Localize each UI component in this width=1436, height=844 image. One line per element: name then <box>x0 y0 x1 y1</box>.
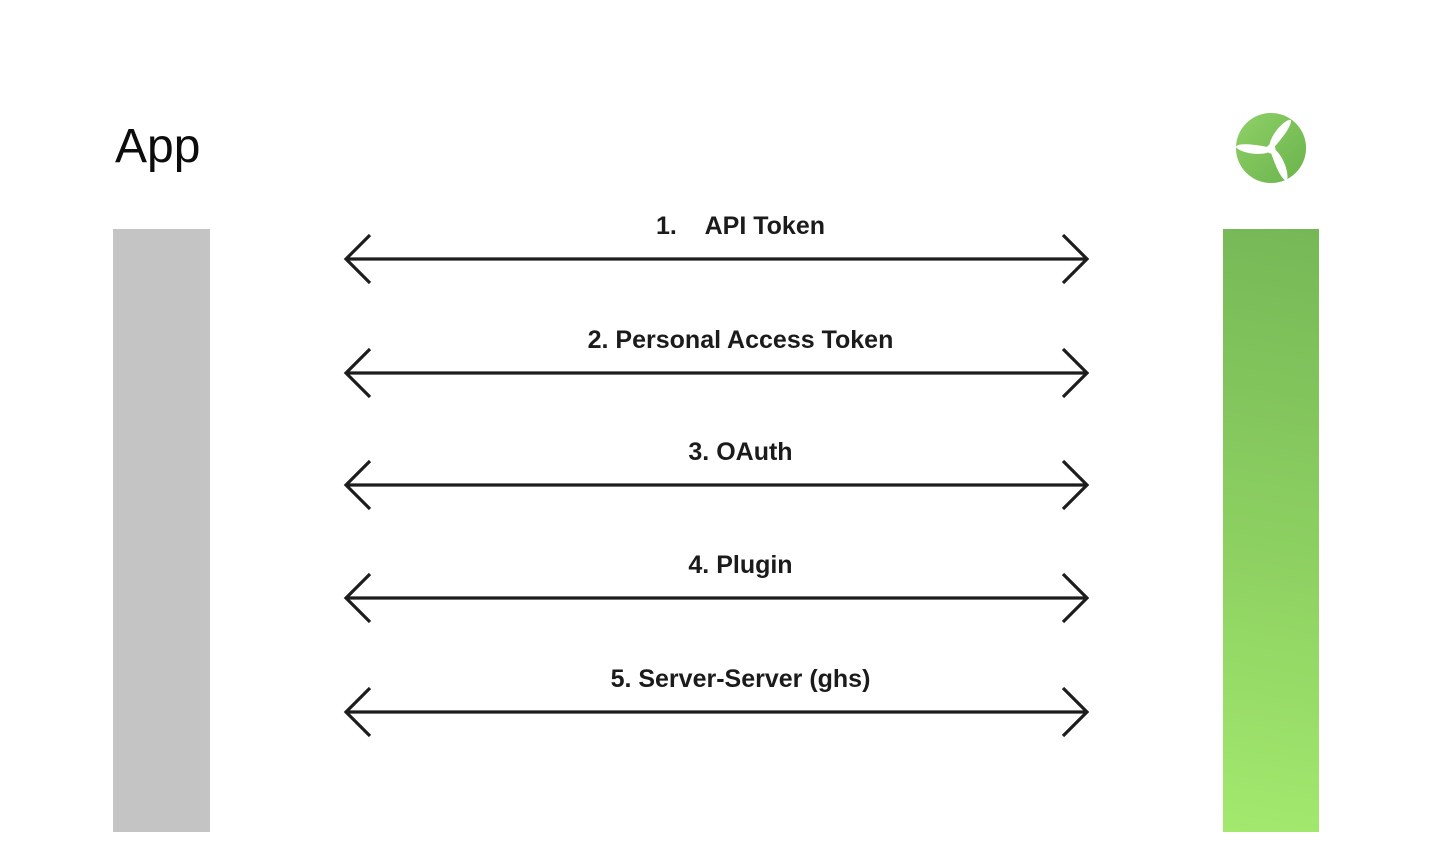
connection-label: 5. Server-Server (ghs) <box>610 665 871 693</box>
connection-label: 1. API Token <box>655 212 826 240</box>
connection-row-server-server: 5. Server-Server (ghs) <box>343 664 1090 738</box>
double-arrow-icon <box>343 686 1090 738</box>
connection-label: 4. Plugin <box>688 551 793 579</box>
connection-row-api-token: 1. API Token <box>343 211 1090 285</box>
app-title: App <box>115 120 201 173</box>
propeller-logo-icon <box>1235 112 1307 184</box>
double-arrow-icon <box>343 347 1090 399</box>
connection-label: 3. OAuth <box>688 438 793 466</box>
double-arrow-icon <box>343 233 1090 285</box>
connection-label: 2. Personal Access Token <box>587 326 894 354</box>
server-bar <box>1223 229 1319 832</box>
double-arrow-icon <box>343 459 1090 511</box>
connection-row-oauth: 3. OAuth <box>343 437 1090 511</box>
connection-row-personal-access-token: 2. Personal Access Token <box>343 325 1090 399</box>
double-arrow-icon <box>343 572 1090 624</box>
connection-row-plugin: 4. Plugin <box>343 550 1090 624</box>
app-bar <box>113 229 210 832</box>
